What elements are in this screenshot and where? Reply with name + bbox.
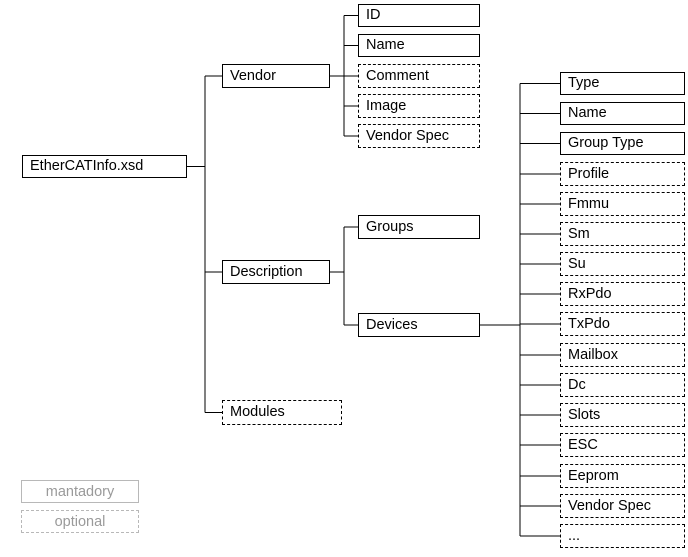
node-device-type[interactable]: Type — [560, 72, 685, 95]
node-device-txpdo[interactable]: TxPdo — [560, 312, 685, 336]
node-label: Mailbox — [568, 346, 618, 363]
node-label: Name — [366, 37, 405, 54]
node-label: Profile — [568, 165, 610, 182]
node-device-fmmu[interactable]: Fmmu — [560, 192, 685, 216]
node-label: Name — [568, 105, 607, 122]
node-label: Slots — [568, 406, 601, 423]
node-device-dc[interactable]: Dc — [560, 373, 685, 397]
node-groups[interactable]: Groups — [358, 215, 480, 239]
node-label: RxPdo — [568, 285, 612, 302]
node-modules[interactable]: Modules — [222, 400, 342, 425]
legend-label: mantadory — [45, 483, 115, 500]
node-device-rxpdo[interactable]: RxPdo — [560, 282, 685, 306]
node-device-mailbox[interactable]: Mailbox — [560, 343, 685, 367]
node-vendor-image[interactable]: Image — [358, 94, 480, 118]
node-label: ... — [568, 527, 581, 544]
node-label: Image — [366, 97, 407, 114]
node-vendor-vendor-spec[interactable]: Vendor Spec — [358, 124, 480, 148]
node-root[interactable]: EtherCATInfo.xsd — [22, 155, 187, 178]
node-device-slots[interactable]: Slots — [560, 403, 685, 427]
node-label: TxPdo — [568, 315, 610, 332]
node-label: Vendor Spec — [366, 127, 450, 144]
node-vendor-name[interactable]: Name — [358, 34, 480, 57]
node-label: Sm — [568, 225, 590, 242]
node-label: Type — [568, 75, 600, 92]
node-label: Dc — [568, 376, 586, 393]
node-vendor-comment[interactable]: Comment — [358, 64, 480, 88]
node-device-group-type[interactable]: Group Type — [560, 132, 685, 155]
node-device-esc[interactable]: ESC — [560, 433, 685, 457]
node-label: Devices — [366, 316, 418, 333]
node-devices[interactable]: Devices — [358, 313, 480, 337]
node-label: Vendor — [230, 67, 276, 84]
node-label: Fmmu — [568, 195, 610, 212]
node-device-sm[interactable]: Sm — [560, 222, 685, 246]
node-label: ID — [366, 7, 381, 24]
node-label: Modules — [230, 404, 285, 421]
node-label: Vendor Spec — [568, 497, 652, 514]
node-device-ellipsis[interactable]: ... — [560, 524, 685, 548]
node-device-name[interactable]: Name — [560, 102, 685, 125]
legend-mandatory: mantadory — [21, 480, 139, 503]
node-label: Eeprom — [568, 467, 619, 484]
node-label: Groups — [366, 218, 414, 235]
node-device-su[interactable]: Su — [560, 252, 685, 276]
legend-optional: optional — [21, 510, 139, 533]
node-label: Su — [568, 255, 586, 272]
node-label: EtherCATInfo.xsd — [30, 158, 144, 175]
node-label: Comment — [366, 67, 429, 84]
node-label: Group Type — [568, 135, 644, 152]
node-vendor-id[interactable]: ID — [358, 4, 480, 27]
node-label: ESC — [568, 436, 598, 453]
node-device-eeprom[interactable]: Eeprom — [560, 464, 685, 488]
node-description[interactable]: Description — [222, 260, 330, 284]
node-label: Description — [230, 263, 303, 280]
legend-label: optional — [54, 513, 106, 530]
node-device-profile[interactable]: Profile — [560, 162, 685, 186]
node-device-vendor-spec[interactable]: Vendor Spec — [560, 494, 685, 518]
node-vendor[interactable]: Vendor — [222, 64, 330, 88]
